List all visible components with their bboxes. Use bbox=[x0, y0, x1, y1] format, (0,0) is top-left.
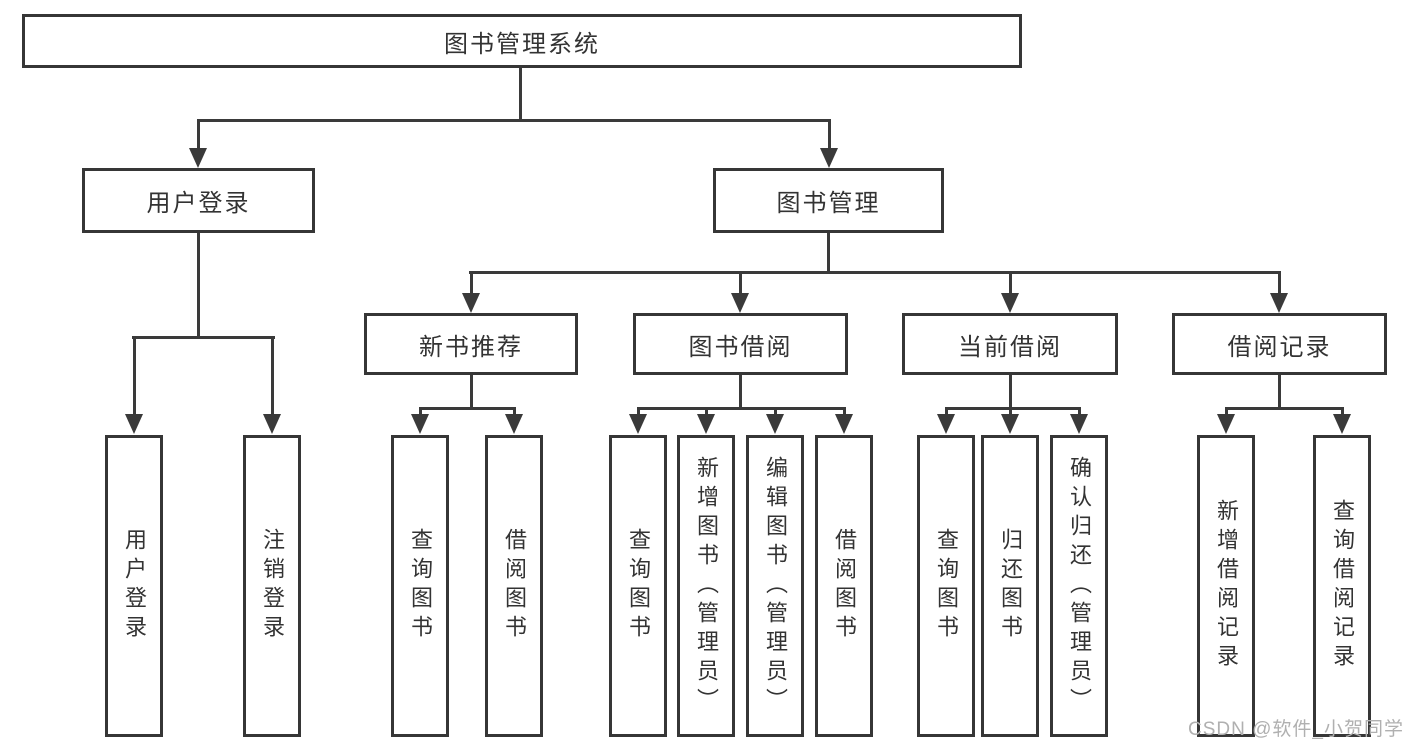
connector-book-borrow-stem bbox=[739, 375, 742, 410]
arrowhead-to-leaf-query-book-1 bbox=[411, 414, 429, 434]
connector-to-leaf-edit-book bbox=[774, 407, 777, 417]
connector-current-borrow-stem bbox=[1009, 375, 1012, 410]
node-book-management: 图书管理 bbox=[713, 168, 944, 233]
arrowhead-to-leaf-borrow-book-1 bbox=[505, 414, 523, 434]
node-user-login-label: 用户登录 bbox=[146, 190, 251, 217]
leaf-return-book-label: 归还图书 bbox=[998, 528, 1023, 644]
leaf-query-book-3-label: 查询图书 bbox=[934, 528, 959, 644]
leaf-edit-book-admin-label: 编辑图书（管理员） bbox=[763, 455, 788, 717]
connector-to-leaf-logout bbox=[271, 336, 274, 416]
leaf-query-borrow-record: 查询借阅记录 bbox=[1313, 435, 1371, 737]
arrowhead-to-current-borrow bbox=[1001, 293, 1019, 313]
leaf-borrow-book-1-label: 借阅图书 bbox=[502, 528, 527, 644]
arrowhead-to-book-management bbox=[820, 148, 838, 168]
arrowhead-to-leaf-query-record bbox=[1333, 414, 1351, 434]
connector-to-book-management bbox=[828, 119, 831, 151]
node-book-borrow-label: 图书借阅 bbox=[688, 333, 793, 361]
leaf-logout-label: 注销登录 bbox=[260, 528, 285, 644]
connector-book-management-stem bbox=[827, 233, 830, 274]
connector-to-current-borrow bbox=[1009, 271, 1012, 296]
leaf-user-login-label: 用户登录 bbox=[122, 528, 147, 644]
leaf-add-book-admin: 新增图书（管理员） bbox=[677, 435, 735, 737]
arrowhead-to-user-login bbox=[189, 148, 207, 168]
arrowhead-to-leaf-query-book-3 bbox=[937, 414, 955, 434]
leaf-confirm-return-admin-label: 确认归还（管理员） bbox=[1067, 455, 1092, 717]
leaf-add-borrow-record-label: 新增借阅记录 bbox=[1214, 499, 1239, 673]
leaf-borrow-book-1: 借阅图书 bbox=[485, 435, 543, 737]
leaf-edit-book-admin: 编辑图书（管理员） bbox=[746, 435, 804, 737]
node-book-borrow: 图书借阅 bbox=[633, 313, 848, 375]
node-new-book-recommend-label: 新书推荐 bbox=[419, 333, 523, 361]
connector-new-book-stem bbox=[470, 375, 473, 410]
leaf-add-borrow-record: 新增借阅记录 bbox=[1197, 435, 1255, 737]
connector-to-leaf-borrow-book-2 bbox=[843, 407, 846, 417]
connector-to-leaf-add-book bbox=[705, 407, 708, 417]
arrowhead-to-leaf-add-record bbox=[1217, 414, 1235, 434]
connector-level3-rail bbox=[469, 271, 1281, 274]
connector-to-book-borrow bbox=[739, 271, 742, 296]
leaf-user-login: 用户登录 bbox=[105, 435, 163, 737]
node-current-borrow-label: 当前借阅 bbox=[958, 333, 1062, 361]
root-node-label: 图书管理系统 bbox=[444, 30, 600, 58]
node-current-borrow: 当前借阅 bbox=[902, 313, 1118, 375]
arrowhead-to-leaf-return-book bbox=[1001, 414, 1019, 434]
leaf-query-book-2-label: 查询图书 bbox=[626, 528, 651, 644]
connector-to-leaf-query-book-1 bbox=[419, 407, 422, 417]
connector-to-leaf-confirm-return bbox=[1078, 407, 1081, 417]
arrowhead-to-leaf-user-login bbox=[125, 414, 143, 434]
arrowhead-to-new-book bbox=[462, 293, 480, 313]
leaf-add-book-admin-label: 新增图书（管理员） bbox=[694, 455, 719, 717]
connector-to-leaf-query-book-2 bbox=[637, 407, 640, 417]
connector-to-leaf-user-login bbox=[133, 336, 136, 416]
root-node: 图书管理系统 bbox=[22, 14, 1022, 68]
leaf-borrow-book-2-label: 借阅图书 bbox=[832, 528, 857, 644]
arrowhead-to-borrow-records bbox=[1270, 293, 1288, 313]
leaf-logout: 注销登录 bbox=[243, 435, 301, 737]
connector-to-leaf-return-book bbox=[1009, 407, 1012, 417]
leaf-borrow-book-2: 借阅图书 bbox=[815, 435, 873, 737]
connector-user-login-rail bbox=[132, 336, 275, 339]
connector-new-book-rail bbox=[419, 407, 516, 410]
node-borrow-records: 借阅记录 bbox=[1172, 313, 1387, 375]
connector-to-leaf-query-book-3 bbox=[945, 407, 948, 417]
connector-to-borrow-records bbox=[1278, 271, 1281, 296]
arrowhead-to-leaf-edit-book bbox=[766, 414, 784, 434]
arrowhead-to-book-borrow bbox=[731, 293, 749, 313]
connector-borrow-records-rail bbox=[1225, 407, 1343, 410]
leaf-query-borrow-record-label: 查询借阅记录 bbox=[1330, 499, 1355, 673]
arrowhead-to-leaf-query-book-2 bbox=[629, 414, 647, 434]
connector-book-borrow-rail bbox=[637, 407, 846, 410]
node-borrow-records-label: 借阅记录 bbox=[1227, 333, 1332, 361]
node-user-login: 用户登录 bbox=[82, 168, 315, 233]
connector-current-borrow-rail bbox=[945, 407, 1080, 410]
connector-to-leaf-add-record bbox=[1225, 407, 1228, 417]
leaf-query-book-1: 查询图书 bbox=[391, 435, 449, 737]
arrowhead-to-leaf-confirm-return bbox=[1070, 414, 1088, 434]
connector-borrow-records-stem bbox=[1278, 375, 1281, 410]
connector-to-user-login bbox=[197, 119, 200, 151]
arrowhead-to-leaf-logout bbox=[263, 414, 281, 434]
connector-root-stem bbox=[519, 68, 522, 121]
leaf-return-book: 归还图书 bbox=[981, 435, 1039, 737]
node-book-management-label: 图书管理 bbox=[776, 190, 881, 217]
csdn-watermark: CSDN @软件_小贺同学 bbox=[1188, 719, 1404, 740]
connector-to-leaf-query-record bbox=[1341, 407, 1344, 417]
leaf-query-book-1-label: 查询图书 bbox=[408, 528, 433, 644]
connector-to-leaf-borrow-book-1 bbox=[513, 407, 516, 417]
leaf-confirm-return-admin: 确认归还（管理员） bbox=[1050, 435, 1108, 737]
connector-to-new-book bbox=[470, 271, 473, 296]
arrowhead-to-leaf-add-book bbox=[697, 414, 715, 434]
node-new-book-recommend: 新书推荐 bbox=[364, 313, 578, 375]
leaf-query-book-3: 查询图书 bbox=[917, 435, 975, 737]
arrowhead-to-leaf-borrow-book-2 bbox=[835, 414, 853, 434]
connector-user-login-stem bbox=[197, 233, 200, 339]
connector-level1-rail bbox=[197, 119, 831, 122]
leaf-query-book-2: 查询图书 bbox=[609, 435, 667, 737]
